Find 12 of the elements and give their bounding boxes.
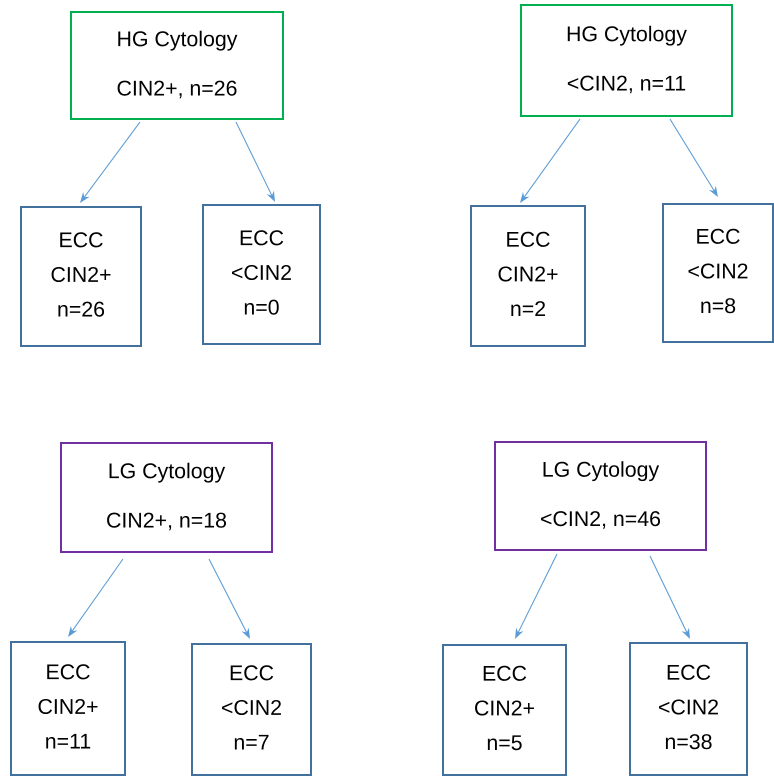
ecc-box: ECC <CIN2 n=8	[662, 203, 774, 343]
cytology-box: HG Cytology CIN2+, n=26	[70, 11, 284, 120]
ecc-box: ECC <CIN2 n=7	[191, 643, 312, 776]
cytology-box: LG Cytology CIN2+, n=18	[60, 442, 273, 553]
ecc-box: ECC CIN2+ n=11	[10, 641, 126, 776]
ecc-box: ECC <CIN2 n=38	[629, 642, 748, 776]
ecc-box: ECC CIN2+ n=5	[442, 644, 567, 776]
ecc-box: ECC CIN2+ n=26	[20, 206, 142, 347]
ecc-box: ECC CIN2+ n=2	[470, 205, 586, 347]
ecc-box: ECC <CIN2 n=0	[202, 204, 321, 345]
cytology-box: HG Cytology <CIN2, n=11	[520, 4, 733, 117]
cytology-box: LG Cytology <CIN2, n=46	[494, 441, 707, 551]
